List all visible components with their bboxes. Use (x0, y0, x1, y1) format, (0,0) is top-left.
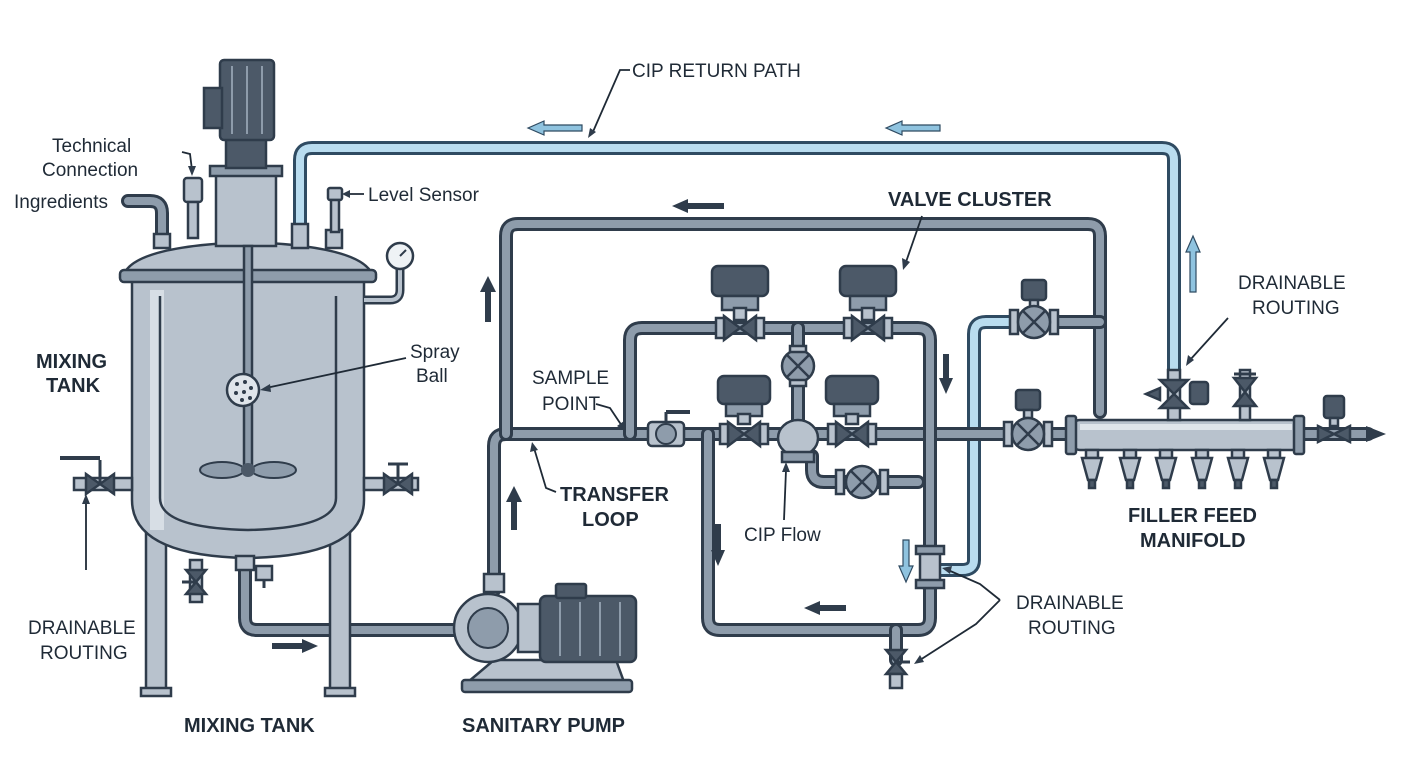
butterfly-valve-bypass (834, 464, 890, 500)
drainable-routing-right-label-1: DRAINABLE (1238, 273, 1346, 294)
ingredients-label: Ingredients (14, 192, 108, 213)
outlet-valve (1316, 394, 1386, 445)
filler-feed-manifold-label-1: FILLER FEED (1128, 505, 1257, 527)
mixing-tank-side-label-1: MIXING (36, 351, 107, 373)
sanitary-pump-label: SANITARY PUMP (462, 715, 625, 737)
cip-return-line (293, 141, 1181, 385)
transfer-loop-label-2: LOOP (582, 509, 639, 531)
actuated-valve-bottom-2 (824, 374, 880, 449)
mixing-tank-bottom-label: MIXING TANK (184, 715, 315, 737)
filler-feed-manifold (1064, 414, 1306, 456)
filler-nozzles (1080, 448, 1286, 490)
level-sensor-label: Level Sensor (368, 185, 480, 206)
manifold-cip-valve (1142, 368, 1210, 422)
drainable-routing-mid-label-1: DRAINABLE (1016, 593, 1124, 614)
transfer-loop-label-1: TRANSFER (560, 484, 669, 506)
spray-ball-label-1: Spray (410, 342, 460, 363)
sample-point-valve (646, 410, 690, 448)
drainable-routing-left-label-1: DRAINABLE (28, 618, 136, 639)
actuated-valve-top-1 (710, 264, 770, 343)
butterfly-valve-right-main (1002, 388, 1054, 452)
technical-connection-label-2: Connection (42, 160, 138, 181)
sample-point-label-2: POINT (542, 394, 600, 415)
valve-cluster-label: VALVE CLUSTER (888, 189, 1052, 211)
flow-arrows (272, 120, 1201, 653)
sample-point-label-1: SAMPLE (532, 368, 609, 389)
butterfly-valve-center (780, 344, 816, 388)
drainable-routing-right-label-2: ROUTING (1252, 298, 1340, 319)
cip-flow-label: CIP Flow (744, 525, 821, 546)
drainable-routing-left-label-2: ROUTING (40, 643, 128, 664)
mixing-tank (60, 58, 420, 698)
actuated-valve-bottom-1 (716, 374, 772, 449)
spray-ball-label-2: Ball (416, 366, 448, 387)
mixing-tank-side-label-2: TANK (46, 375, 101, 397)
manifold-drain-valve (1231, 368, 1259, 422)
text-labels: CIP RETURN PATH Technical Connection Ing… (14, 61, 1346, 737)
leader-lines (82, 69, 1229, 664)
drain-tee (914, 544, 946, 590)
sanitary-pump (452, 572, 638, 694)
drain-valve-bottom (883, 648, 910, 690)
actuated-valve-top-2 (838, 264, 898, 343)
cip-drain-branch (929, 315, 1022, 577)
drainable-routing-mid-label-2: ROUTING (1028, 618, 1116, 639)
cip-return-path-label: CIP RETURN PATH (632, 61, 801, 82)
mixproof-valve (776, 418, 820, 464)
butterfly-valve-right-top (1008, 278, 1060, 340)
filler-feed-manifold-label-2: MANIFOLD (1140, 530, 1246, 552)
technical-connection-label-1: Technical (52, 136, 131, 157)
